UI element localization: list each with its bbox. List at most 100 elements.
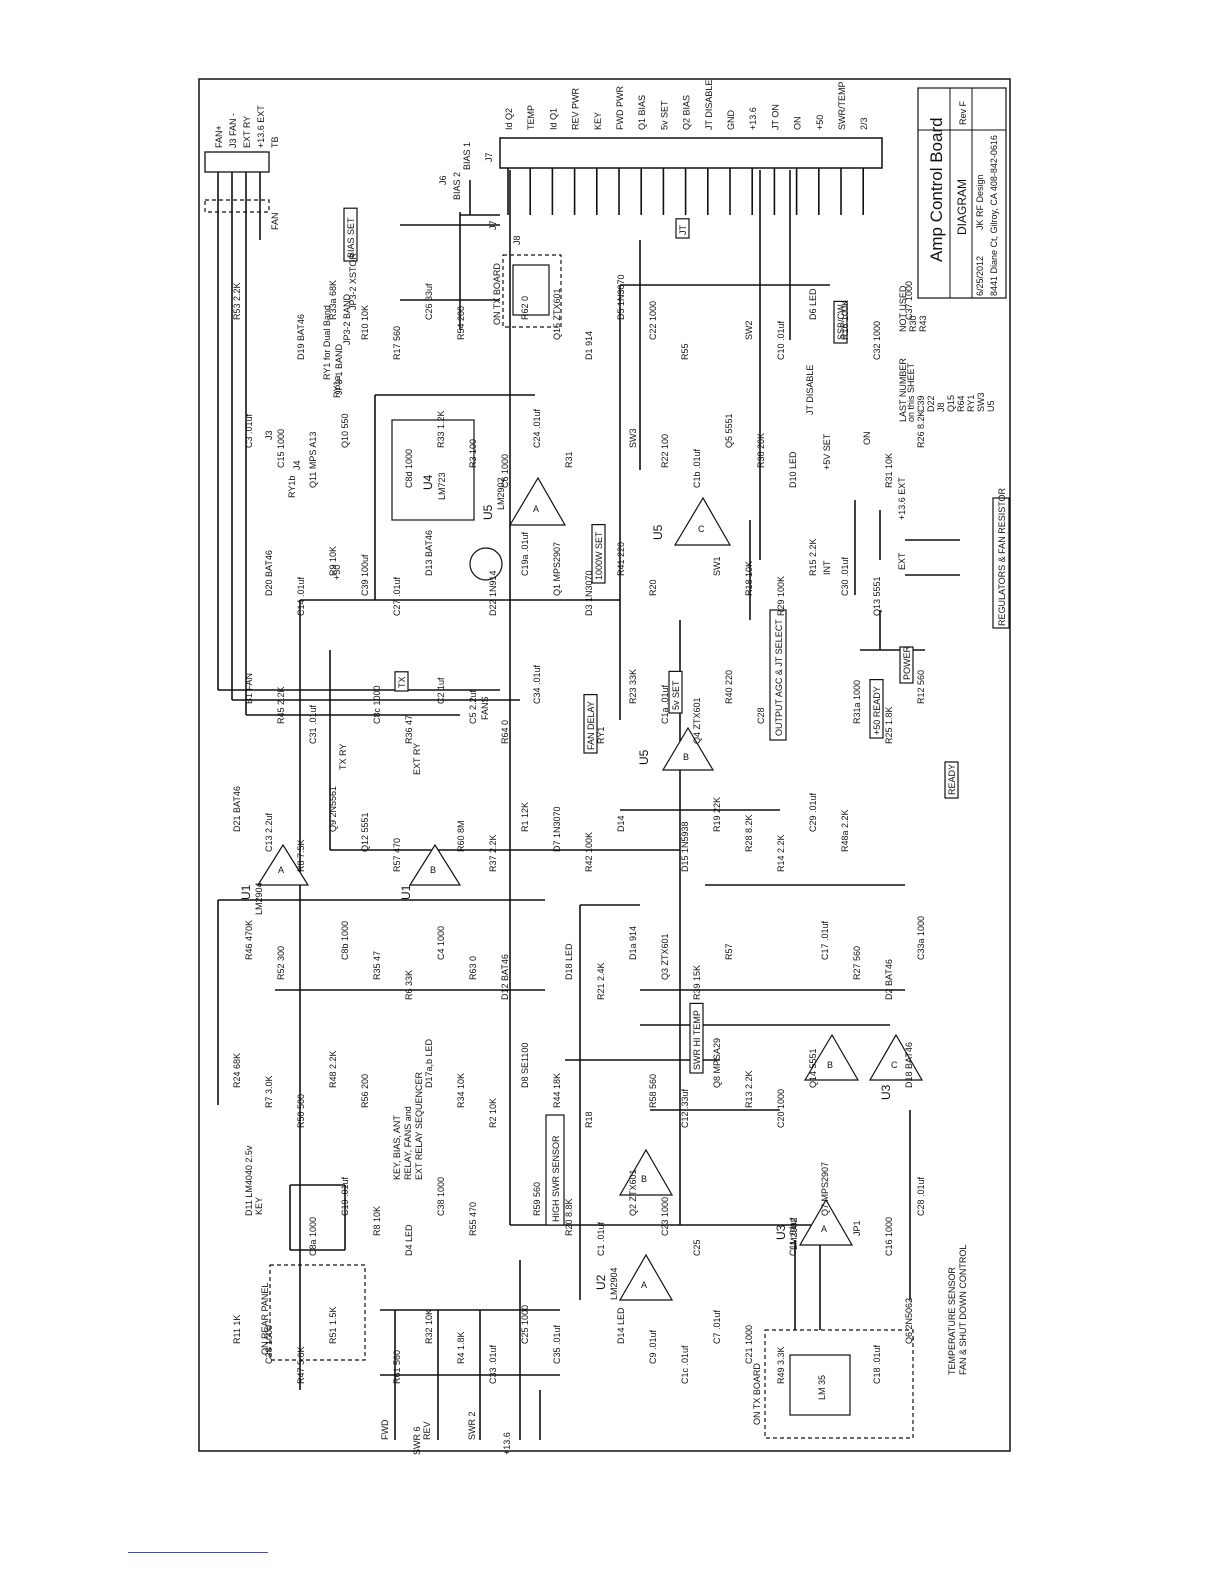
svg-text:EXT RY: EXT RY: [412, 743, 422, 775]
svg-text:D21 BAT46: D21 BAT46: [232, 786, 242, 832]
svg-text:Q7 MPS2907: Q7 MPS2907: [820, 1162, 830, 1216]
svg-text:LM723: LM723: [437, 472, 447, 500]
component-label: D22 1N914: [488, 570, 498, 616]
svg-text:A: A: [533, 504, 539, 514]
component-label: R19 22K: [712, 797, 722, 832]
svg-text:EXT RY: EXT RY: [242, 116, 252, 148]
svg-text:Id Q2: Id Q2: [504, 108, 514, 130]
svg-text:R46 470K: R46 470K: [244, 920, 254, 960]
svg-text:J3: J3: [264, 430, 274, 440]
opamp-u2b: B: [618, 1148, 674, 1196]
j7-pin-label: KEY: [593, 112, 603, 130]
opamp-u5c: C U5: [651, 496, 732, 546]
svg-text:B: B: [827, 1060, 833, 1070]
svg-text:D14: D14: [616, 815, 626, 832]
j3-pin-label: J3 FAN -: [228, 113, 238, 148]
svg-text:D3 1N3070: D3 1N3070: [584, 570, 594, 616]
component-label: Q14 5551: [808, 1048, 818, 1088]
svg-text:C11 .01uf: C11 .01uf: [788, 1217, 798, 1256]
svg-text:REV PWR: REV PWR: [571, 87, 581, 130]
component-label: R59 560: [532, 1182, 542, 1216]
svg-text:R42 100K: R42 100K: [584, 832, 594, 872]
svg-text:+13.6: +13.6: [748, 107, 758, 130]
j7-pin-label: JT DISABLE: [704, 80, 714, 130]
svg-text:R50 500: R50 500: [296, 1094, 306, 1128]
svg-text:U1: U1: [239, 884, 253, 900]
component-label: Q11 MPS A13: [308, 432, 318, 488]
component-label: C2 1uf: [436, 677, 446, 704]
component-label: C31 .01uf: [308, 704, 318, 744]
svg-text:RY1: RY1: [596, 727, 606, 744]
svg-text:C10 .01uf: C10 .01uf: [776, 320, 786, 360]
svg-text:Q4 ZTX601: Q4 ZTX601: [692, 697, 702, 744]
component-label: C13 2.2uf: [264, 812, 274, 852]
component-label: D1 914: [584, 331, 594, 360]
component-label: D15 1N5938: [680, 821, 690, 872]
svg-text:LM2904: LM2904: [609, 1267, 619, 1300]
svg-text:Q15 ZTX601: Q15 ZTX601: [552, 288, 562, 340]
component-label: C8a 1000: [308, 1217, 318, 1256]
svg-text:2/3: 2/3: [859, 117, 869, 130]
j3-pin-label: TB: [270, 136, 280, 148]
not-used-item: R43: [918, 315, 928, 332]
svg-text:Q1 BIAS: Q1 BIAS: [637, 95, 647, 130]
svg-text:D14 LED: D14 LED: [616, 1307, 626, 1344]
svg-text:R52 300: R52 300: [276, 946, 286, 980]
signal-label: JP3-2 BAND: [342, 293, 352, 345]
svg-text:C1a .01uf: C1a .01uf: [660, 684, 670, 724]
svg-text:R4 1.8K: R4 1.8K: [456, 1331, 466, 1364]
svg-text:FWD: FWD: [380, 1419, 390, 1440]
component-label: R56 200: [360, 1074, 370, 1108]
component-label: D19 BAT46: [296, 314, 306, 360]
svg-text:C7 .01uf: C7 .01uf: [712, 1309, 722, 1344]
component-label: C3 .01uf: [244, 413, 254, 448]
footer-link-underline[interactable]: [128, 1552, 268, 1553]
component-label: C1b .01uf: [692, 448, 702, 488]
svg-text:R2 10K: R2 10K: [488, 1098, 498, 1128]
component-label: R18 10K: [744, 561, 754, 596]
component-label: C20 1000: [776, 1089, 786, 1128]
svg-text:JT DISABLE: JT DISABLE: [805, 365, 815, 415]
svg-text:BIAS 2: BIAS 2: [452, 172, 462, 200]
last-number-item: SW3: [976, 392, 986, 412]
svg-text:R48a 2.2K: R48a 2.2K: [840, 809, 850, 852]
signal-label: RY1b: [287, 476, 297, 498]
svg-text:C22 1000: C22 1000: [648, 301, 658, 340]
svg-text:B1 FAN: B1 FAN: [244, 673, 254, 704]
svg-text:C27 .01uf: C27 .01uf: [392, 576, 402, 616]
svg-text:C19 .01uf: C19 .01uf: [340, 1176, 350, 1216]
svg-text:R17 560: R17 560: [392, 326, 402, 360]
signal-label: J6: [438, 175, 448, 185]
svg-text:Q11 MPS A13: Q11 MPS A13: [308, 432, 318, 488]
svg-text:U3: U3: [879, 1084, 893, 1100]
svg-text:D11 LM4040 2.5v: D11 LM4040 2.5v: [244, 1145, 254, 1216]
component-label: C37 1000: [904, 281, 914, 320]
opamp-u1b: B U1: [399, 843, 462, 900]
svg-text:R59 560: R59 560: [532, 1182, 542, 1216]
svg-text:REV: REV: [422, 1421, 432, 1440]
svg-text:C2 1uf: C2 1uf: [436, 677, 446, 704]
j7-pin-label: +50: [815, 115, 825, 130]
date-text: 6/25/2012: [975, 256, 985, 296]
svg-text:R33a 68K: R33a 68K: [328, 280, 338, 320]
component-label: D1a 914: [628, 926, 638, 960]
component-label: C18 .01uf: [872, 1344, 882, 1384]
svg-text:C8b 1000: C8b 1000: [340, 921, 350, 960]
svg-text:C29 .01uf: C29 .01uf: [808, 792, 818, 832]
component-label: C21 1000: [744, 1325, 754, 1364]
svg-text:R21 2.4K: R21 2.4K: [596, 962, 606, 1000]
svg-text:R27 560: R27 560: [852, 946, 862, 980]
component-label: C24 .01uf: [532, 408, 542, 448]
component-label: D10 LED: [788, 451, 798, 488]
svg-text:R23 33K: R23 33K: [628, 669, 638, 704]
component-label: R18: [584, 1111, 594, 1128]
svg-text:J3 FAN -: J3 FAN -: [228, 113, 238, 148]
svg-text:D7 1N3070: D7 1N3070: [552, 806, 562, 852]
component-label: R64 0: [500, 720, 510, 744]
component-label: R24 68K: [232, 1053, 242, 1088]
component-label: C1c .01uf: [680, 1345, 690, 1384]
svg-text:C1b .01uf: C1b .01uf: [692, 448, 702, 488]
j7-pin-label: Id Q2: [504, 108, 514, 130]
component-label: R31a 1000: [852, 680, 862, 724]
component-label: SW3: [628, 428, 638, 448]
